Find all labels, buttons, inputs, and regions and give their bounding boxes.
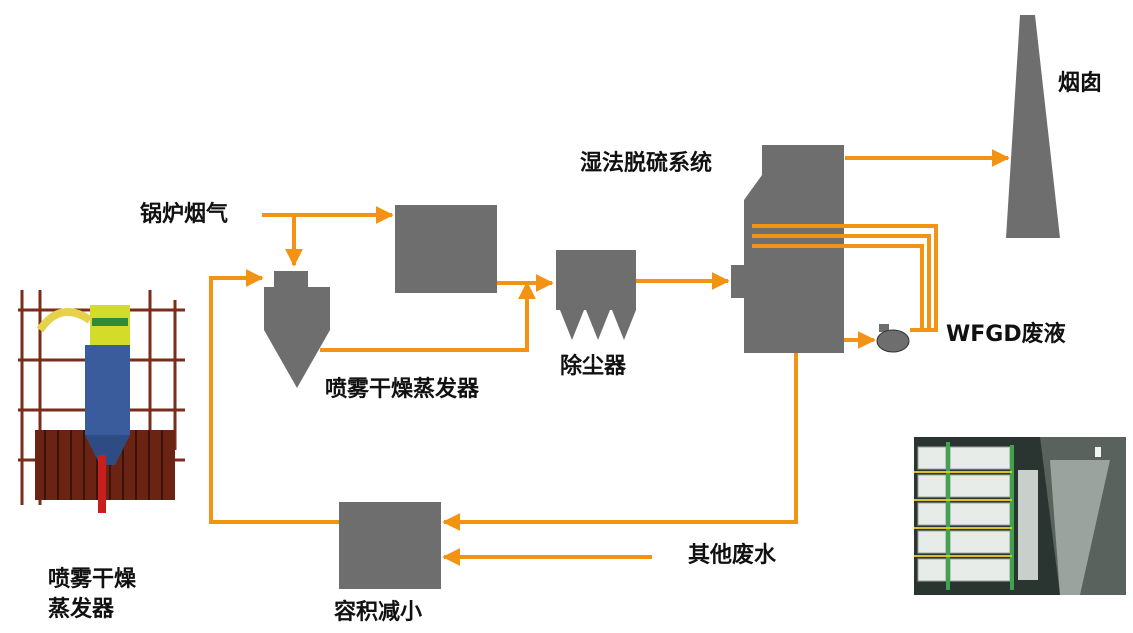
chimney xyxy=(1006,15,1060,238)
label-chimney: 烟囱 xyxy=(1058,71,1103,96)
flow-wfgd-to-volume xyxy=(442,353,798,531)
label-volume-reduction: 容积减小 xyxy=(334,600,423,625)
dust-collector xyxy=(556,250,636,340)
label-spray-dryer: 喷雾干燥蒸发器 xyxy=(325,377,480,402)
label-other-wastewater: 其他废水 xyxy=(688,543,777,568)
label-dust-collector: 除尘器 xyxy=(560,354,627,379)
wfgd-absorber xyxy=(731,145,844,353)
label-boiler-flue-gas: 锅炉烟气 xyxy=(140,202,229,227)
flow-wfgd-loop-3 xyxy=(752,244,924,330)
flow-wfgd-loop-2 xyxy=(752,234,931,330)
flow-dryer-to-dust xyxy=(320,281,536,352)
heat-exchanger-box xyxy=(395,205,497,293)
flow-volume-to-dryer xyxy=(209,269,339,524)
flow-lines xyxy=(209,149,1010,566)
label-wfgd: 湿法脱硫系统 xyxy=(580,151,713,176)
membrane-plant-photo xyxy=(914,437,1126,595)
spray-dryer-photo xyxy=(18,285,188,513)
wastewater-pump xyxy=(876,324,910,353)
volume-reduction-unit xyxy=(339,502,441,589)
label-wfgd-wastewater: WFGD废液 xyxy=(946,322,1066,347)
spray-dryer-vessel xyxy=(264,271,330,388)
label-photo-spray-dryer: 喷雾干燥 蒸发器 xyxy=(48,567,137,622)
